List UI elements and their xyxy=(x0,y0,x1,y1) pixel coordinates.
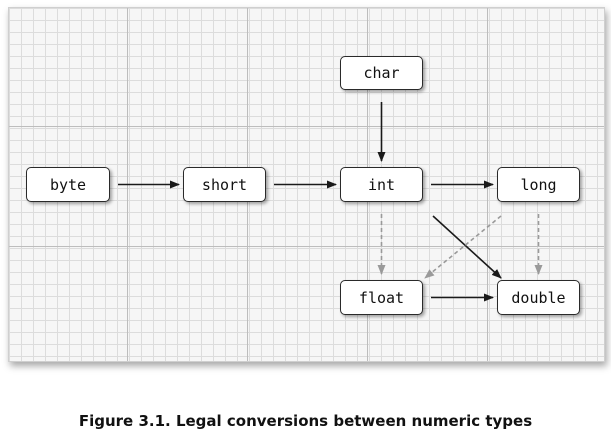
node-int: int xyxy=(340,167,423,202)
connections-layer xyxy=(118,102,543,302)
node-double: double xyxy=(497,280,580,315)
node-char: char xyxy=(340,56,423,90)
node-byte: byte xyxy=(26,167,110,202)
figure-caption: Figure 3.1. Legal conversions between nu… xyxy=(78,412,533,430)
figure-panel: char byte short int long float double xyxy=(8,7,605,362)
node-float: float xyxy=(340,280,423,315)
major-gridline-h xyxy=(9,246,604,247)
node-long: long xyxy=(497,167,580,202)
edge-int-to-double xyxy=(432,215,502,279)
edge-long-to-float-dashed xyxy=(424,215,502,279)
node-short: short xyxy=(183,167,266,202)
major-gridline-h xyxy=(9,126,604,127)
